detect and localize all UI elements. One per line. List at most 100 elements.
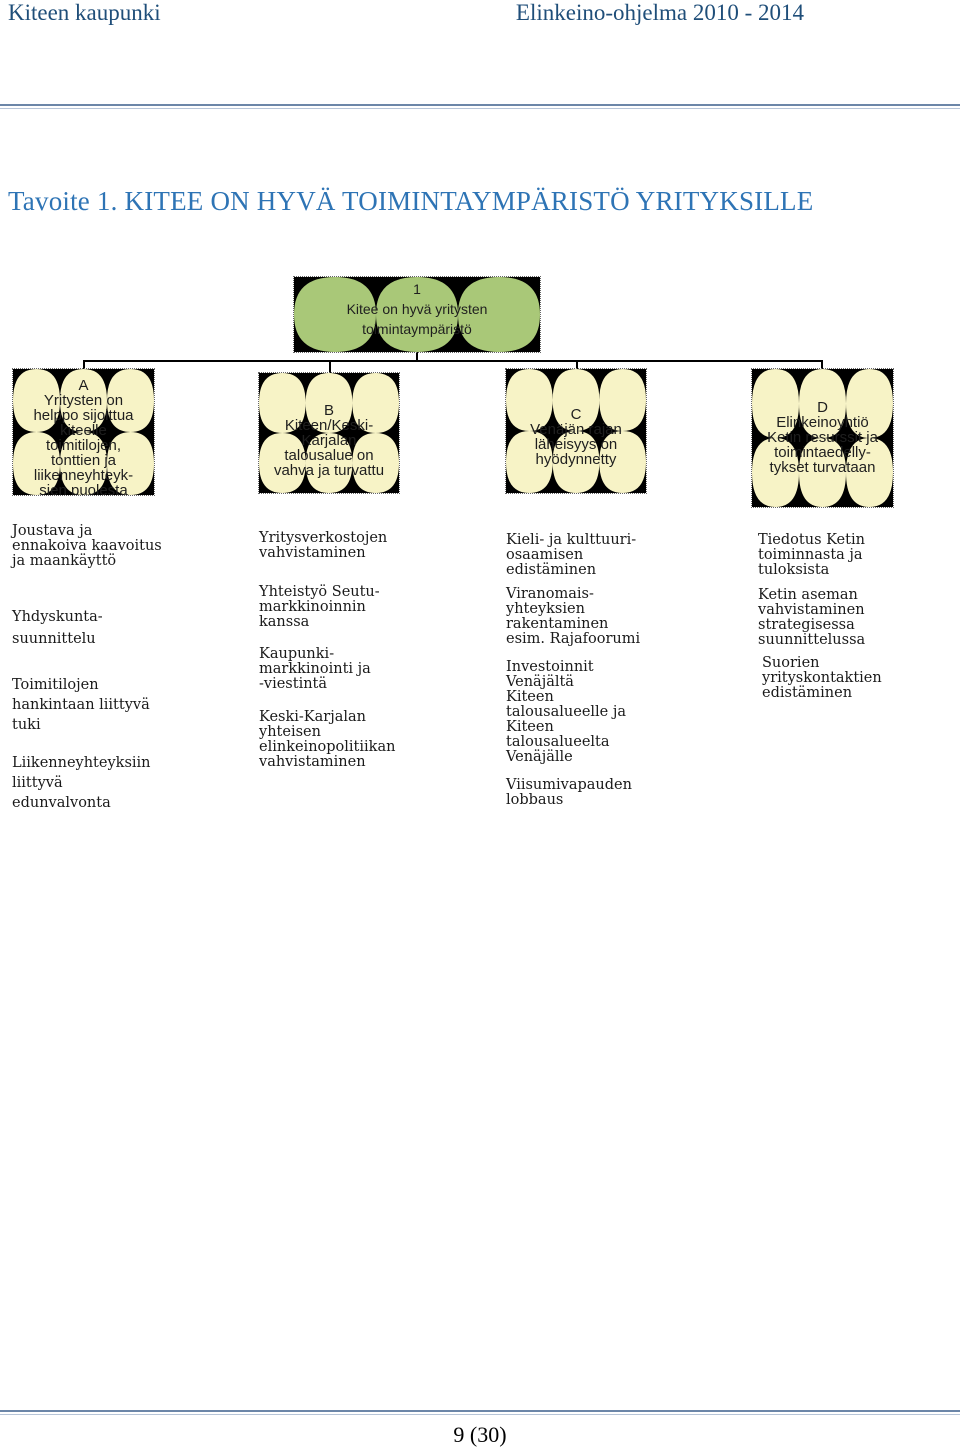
node-text-line: helppo sijoittua: [33, 407, 134, 424]
pattern-star: [36, 463, 84, 495]
pattern-star: [36, 369, 84, 401]
pattern-star: [752, 369, 776, 404]
header-divider-thin: [0, 108, 960, 109]
column-d-item: Ketin aseman vahvistaminen strategisessa…: [758, 587, 866, 648]
pattern-star: [622, 400, 646, 462]
column-c-item: Viranomais- yhteyksien rakentaminen esim…: [506, 586, 641, 647]
pattern-star: [13, 463, 37, 495]
node-text-line: toimitilojen,: [45, 437, 122, 454]
pattern-star: [622, 369, 646, 400]
pattern-star: [83, 463, 131, 495]
pattern-star: [282, 463, 329, 493]
pattern-star: [13, 369, 37, 401]
column-c-item: Investoinnit Venäjältä Kiteen talousalue…: [506, 659, 627, 765]
pattern-star: [499, 314, 540, 352]
pattern-star: [822, 403, 870, 473]
column-b-item: Kaupunki- markkinointi ja -viestintä: [259, 646, 371, 692]
pattern-star: [869, 472, 893, 507]
node-text-line: C: [570, 406, 582, 423]
node-text-line: talousalue on: [284, 447, 374, 464]
node-text-line: läheisyys on: [534, 436, 618, 453]
footer-divider-thin: [0, 1414, 960, 1415]
node-text-line: tykset turvataan: [769, 459, 876, 476]
pattern-star: [329, 463, 376, 493]
node-text-line: kiteelle: [60, 422, 107, 439]
pattern-star: [335, 314, 417, 352]
branch-c-pattern: [506, 369, 646, 493]
pattern-star: [576, 462, 623, 493]
pattern-star: [36, 400, 84, 464]
pattern-star: [13, 400, 37, 464]
branch-b-pattern: [259, 373, 399, 493]
branch-a-pattern: [13, 369, 154, 495]
root-node-pattern: [294, 277, 540, 352]
pattern-star: [329, 403, 376, 463]
node-text-line: sien puolesta: [39, 482, 128, 496]
pattern-star: [752, 403, 776, 473]
node-text-line: tonttien ja: [50, 452, 117, 469]
pattern-star: [335, 277, 417, 315]
column-a-item: Joustava ja ennakoiva kaavoitus ja maank…: [12, 523, 162, 569]
pattern-star: [775, 403, 823, 473]
goal-title: Tavoite 1. KITEE ON HYVÄ TOIMINTAYMPÄRIS…: [8, 186, 814, 216]
pattern-star: [417, 277, 499, 315]
pattern-star: [822, 369, 870, 404]
pattern-star: [329, 373, 376, 403]
pattern-star: [752, 472, 776, 507]
pattern-star: [822, 472, 870, 507]
pattern-star: [775, 369, 823, 404]
pattern-star: [499, 277, 540, 315]
column-b-item: Yhteistyö Seutu- markkinoinnin kanssa: [259, 584, 380, 630]
pattern-star: [576, 369, 623, 400]
pattern-star: [869, 369, 893, 404]
pattern-star: [259, 463, 283, 493]
node-text-line: A: [78, 377, 89, 394]
pattern-star: [622, 462, 646, 493]
node-text-line: liikenneyhteyk-: [33, 467, 134, 484]
header-divider: [0, 104, 960, 106]
column-a-item: Yhdyskunta- suunnittelu: [12, 609, 103, 647]
pattern-star: [775, 472, 823, 507]
branch-connector-a: [83, 360, 85, 370]
branch-bus: [83, 360, 823, 362]
pattern-star: [130, 463, 154, 495]
node-text-line: Ketin resurssit ja: [767, 429, 878, 446]
column-a-item: Liikenneyhteyksiin liittyvä edunvalvonta: [12, 755, 151, 811]
branch-connector-d: [821, 360, 823, 370]
pattern-star: [529, 462, 576, 493]
footer-divider: [0, 1410, 960, 1412]
pattern-star: [576, 400, 623, 462]
node-text-line: hyödynnetty: [535, 451, 617, 468]
column-b-item: Yritysverkostojen vahvistaminen: [259, 530, 388, 561]
branch-connector-b: [329, 360, 331, 374]
column-b-item: Keski-Karjalan yhteisen elinkeinopolitii…: [259, 709, 396, 770]
pattern-star: [506, 462, 530, 493]
node-text-line: B: [323, 402, 334, 419]
column-d-item: Suorien yrityskontaktien edistäminen: [762, 655, 882, 701]
column-c-item: Viisumivapauden lobbaus: [506, 777, 632, 808]
node-text-line: D: [817, 399, 828, 416]
pattern-star: [375, 403, 399, 463]
pattern-star: [375, 463, 399, 493]
node-text-line: toimintaympäristö: [362, 321, 472, 337]
pattern-star: [282, 373, 329, 403]
header-left: Kiteen kaupunki: [8, 0, 161, 25]
column-c-item: Kieli- ja kulttuuri- osaamisen edistämin…: [506, 532, 637, 578]
pattern-star: [506, 369, 530, 400]
pattern-star: [294, 314, 335, 352]
pattern-star: [130, 369, 154, 401]
pattern-star: [869, 403, 893, 473]
root-connector: [416, 352, 418, 362]
pattern-star: [259, 403, 283, 463]
pattern-star: [259, 373, 283, 403]
pattern-star: [375, 373, 399, 403]
branch-d-pattern: [752, 369, 893, 507]
